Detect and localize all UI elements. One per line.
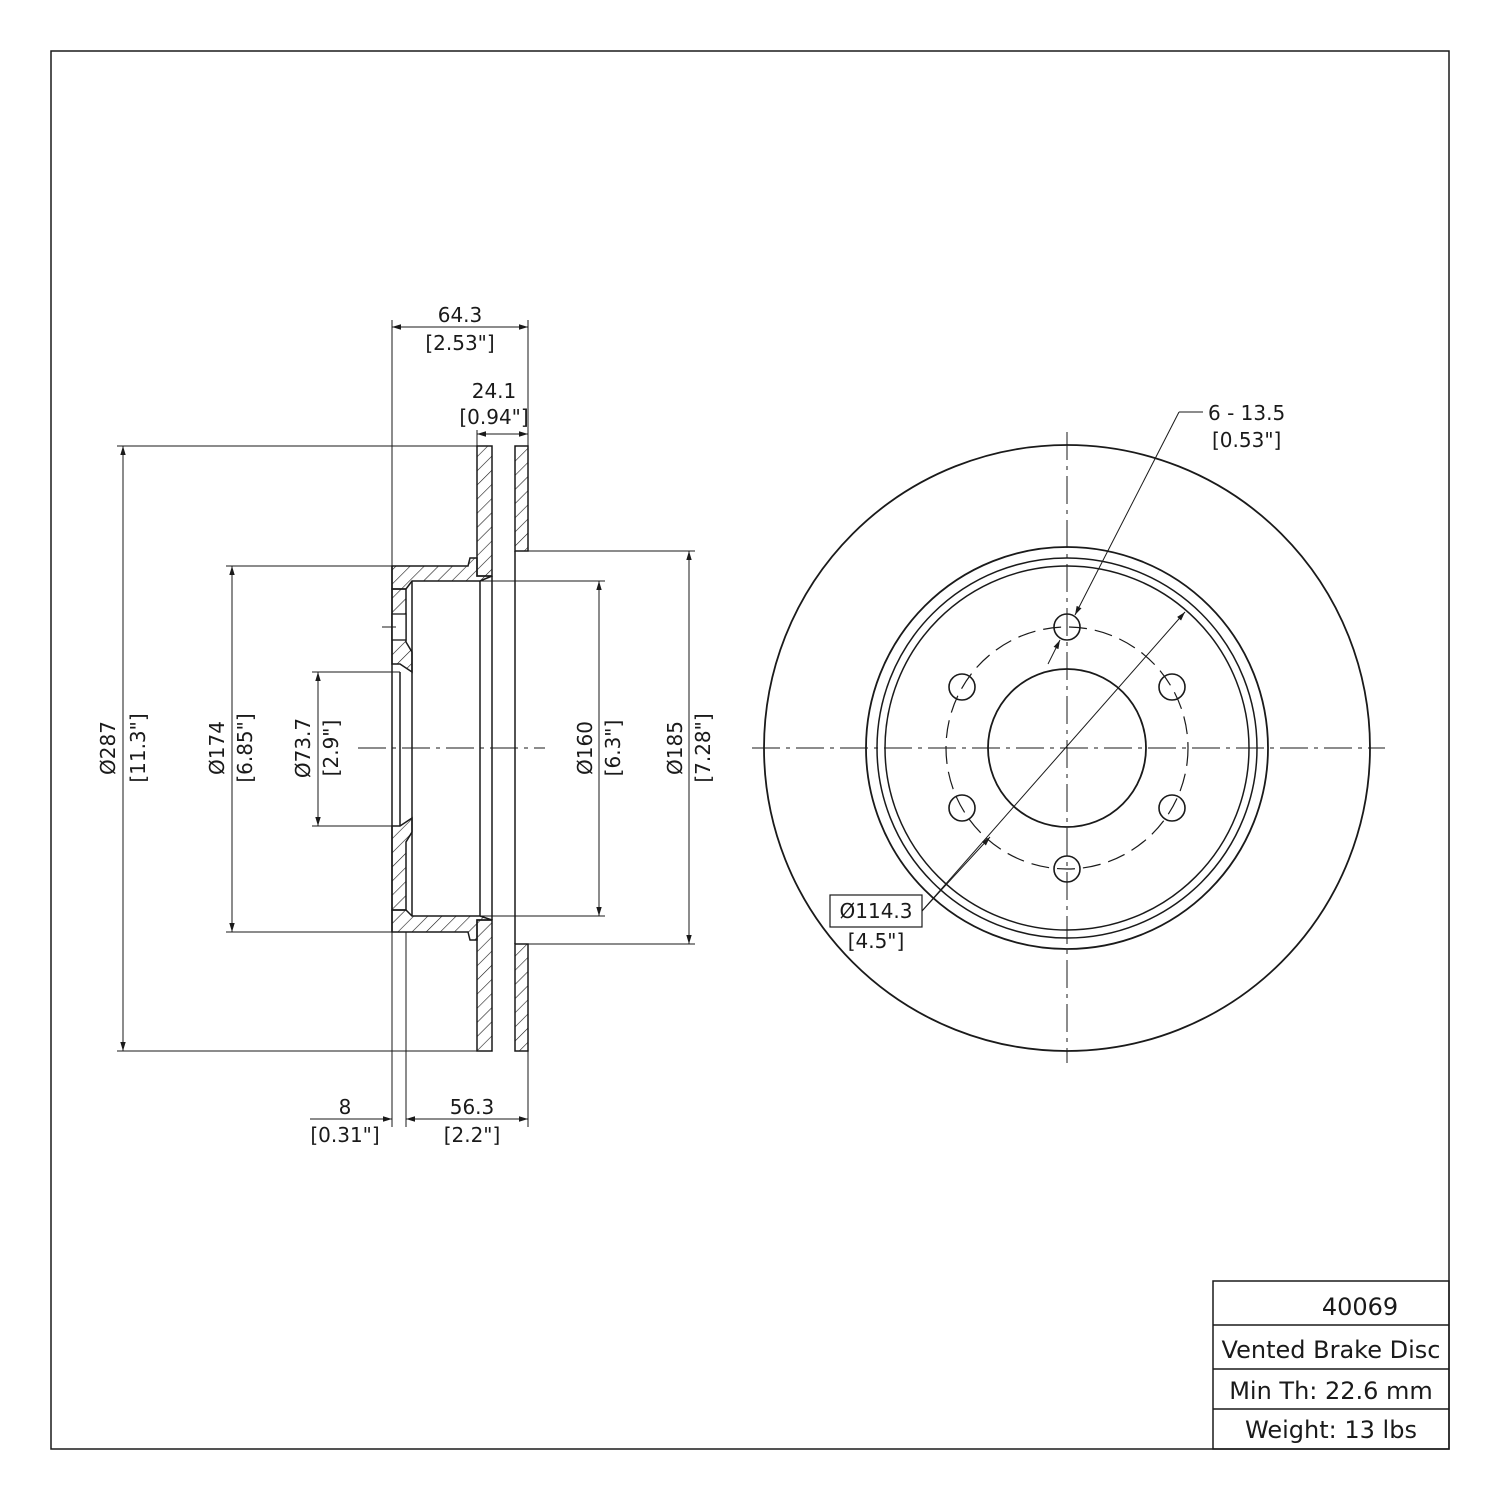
- dimension-lines: [120, 324, 692, 1122]
- title-block: 40069 Vented Brake Disc Min Th: 22.6 mm …: [1212, 1280, 1450, 1450]
- dim-hat-thickness-in: [0.31"]: [310, 1123, 379, 1147]
- dim-friction-inner-mm: Ø185: [663, 721, 687, 775]
- part-number: 40069: [1322, 1293, 1398, 1321]
- drawing-border: [50, 50, 1450, 1450]
- dim-thickness-in: [0.94"]: [459, 405, 528, 429]
- min-thickness: Min Th: 22.6 mm: [1229, 1377, 1433, 1405]
- part-description: Vented Brake Disc: [1222, 1336, 1441, 1364]
- side-section-view: 64.3 [2.53"] 24.1 [0.94"] Ø287 [11.3"] Ø…: [96, 303, 715, 1147]
- dim-outer-diameter-in: [11.3"]: [126, 713, 150, 782]
- dim-thickness-mm: 24.1: [472, 379, 517, 403]
- dim-hat-diameter-in: [6.85"]: [233, 713, 257, 782]
- weight: Weight: 13 lbs: [1245, 1416, 1417, 1444]
- front-view: 6 - 13.5 [0.53"] Ø114.3 [4.5"]: [752, 401, 1385, 1063]
- dim-center-bore-in: [2.9"]: [319, 720, 343, 777]
- dim-outer-diameter-mm: Ø287: [96, 721, 120, 775]
- leader-lines: [921, 411, 1203, 912]
- bolt-holes-mm: 6 - 13.5: [1208, 401, 1285, 425]
- bolt-circle-in: [4.5"]: [848, 929, 905, 953]
- dim-inner-diameter-mm: Ø160: [573, 721, 597, 775]
- bolt-circle-mm: Ø114.3: [840, 899, 913, 923]
- dim-center-bore-mm: Ø73.7: [291, 718, 315, 778]
- dim-inner-diameter-in: [6.3"]: [601, 720, 625, 777]
- bolt-holes-in: [0.53"]: [1212, 428, 1281, 452]
- dim-overall-width-in: [2.53"]: [425, 331, 494, 355]
- bolt-circle-label-box: [829, 894, 923, 928]
- dim-hat-thickness-mm: 8: [339, 1095, 352, 1119]
- extension-lines: [117, 320, 695, 1127]
- dim-overall-width-mm: 64.3: [438, 303, 483, 327]
- dim-hat-diameter-mm: Ø174: [205, 721, 229, 775]
- dim-hat-height-mm: 56.3: [450, 1095, 495, 1119]
- section-hatching: [391, 445, 529, 1052]
- dim-hat-height-in: [2.2"]: [444, 1123, 501, 1147]
- dim-friction-inner-in: [7.28"]: [691, 713, 715, 782]
